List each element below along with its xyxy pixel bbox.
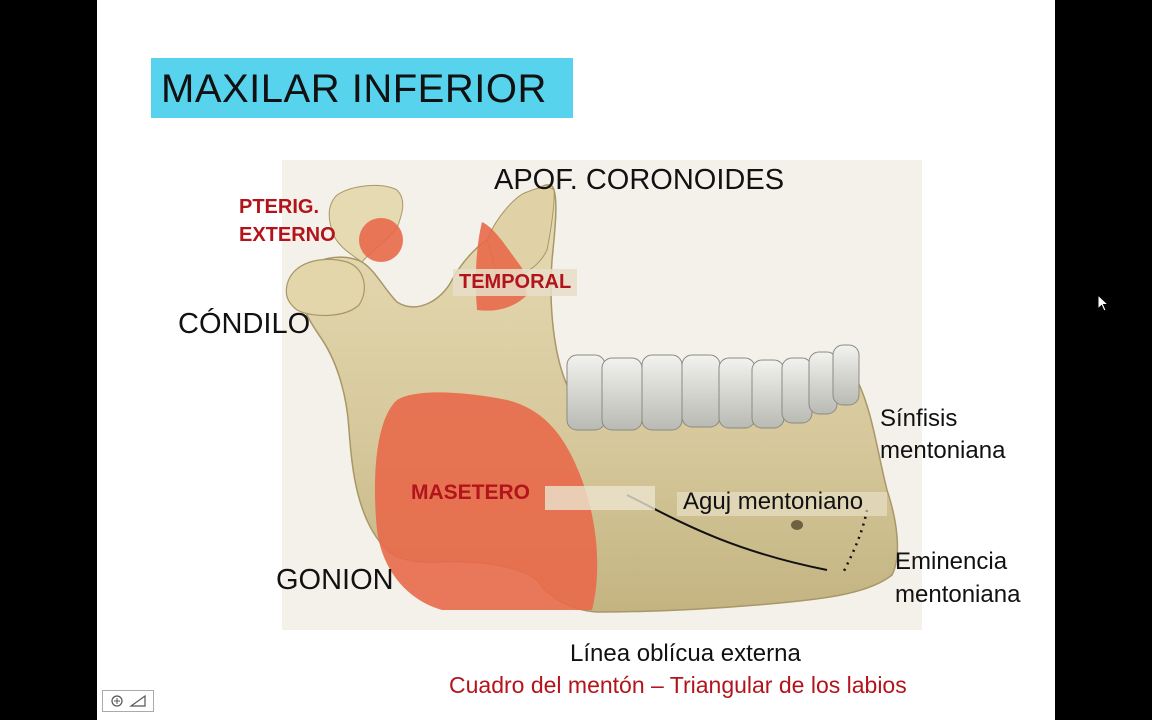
slide-controls[interactable] <box>102 690 154 712</box>
mouse-pointer-icon <box>1097 294 1110 312</box>
sinfisis-dotted-line <box>840 509 869 576</box>
slide-controls-icon[interactable] <box>103 691 153 711</box>
label-sinfisis-line2: mentoniana <box>880 437 1006 464</box>
slide: MAXILAR INFERIOR <box>97 0 1055 720</box>
label-condilo: CÓNDILO <box>178 308 311 340</box>
label-cuadro-menton: Cuadro del mentón – Triangular de los la… <box>449 672 907 698</box>
label-pterig-line2: EXTERNO <box>239 224 336 246</box>
mandible-illustration <box>282 160 922 630</box>
masetero-muscle <box>374 392 598 610</box>
label-eminencia-line1: Eminencia <box>895 548 1008 575</box>
label-linea-obliqua: Línea oblícua externa <box>570 640 801 667</box>
title-box: MAXILAR INFERIOR <box>151 58 573 118</box>
label-gonion: GONION <box>276 564 394 596</box>
pterig-externo-muscle <box>359 218 403 262</box>
page-title: MAXILAR INFERIOR <box>161 67 547 111</box>
condyle-head <box>285 258 365 317</box>
label-pterig-line1: PTERIG. <box>239 196 320 218</box>
teeth <box>566 344 860 431</box>
label-temporal: TEMPORAL <box>453 269 578 296</box>
label-sinfisis-line1: Sínfisis <box>880 405 958 432</box>
label-aguj-mentoniano: Aguj mentoniano <box>683 488 864 515</box>
label-eminencia-line2: mentoniana <box>895 581 1021 608</box>
label-apof-coronoides: APOF. CORONOIDES <box>494 164 785 196</box>
label-masetero: MASETERO <box>411 481 531 504</box>
mental-foramen <box>791 520 803 530</box>
